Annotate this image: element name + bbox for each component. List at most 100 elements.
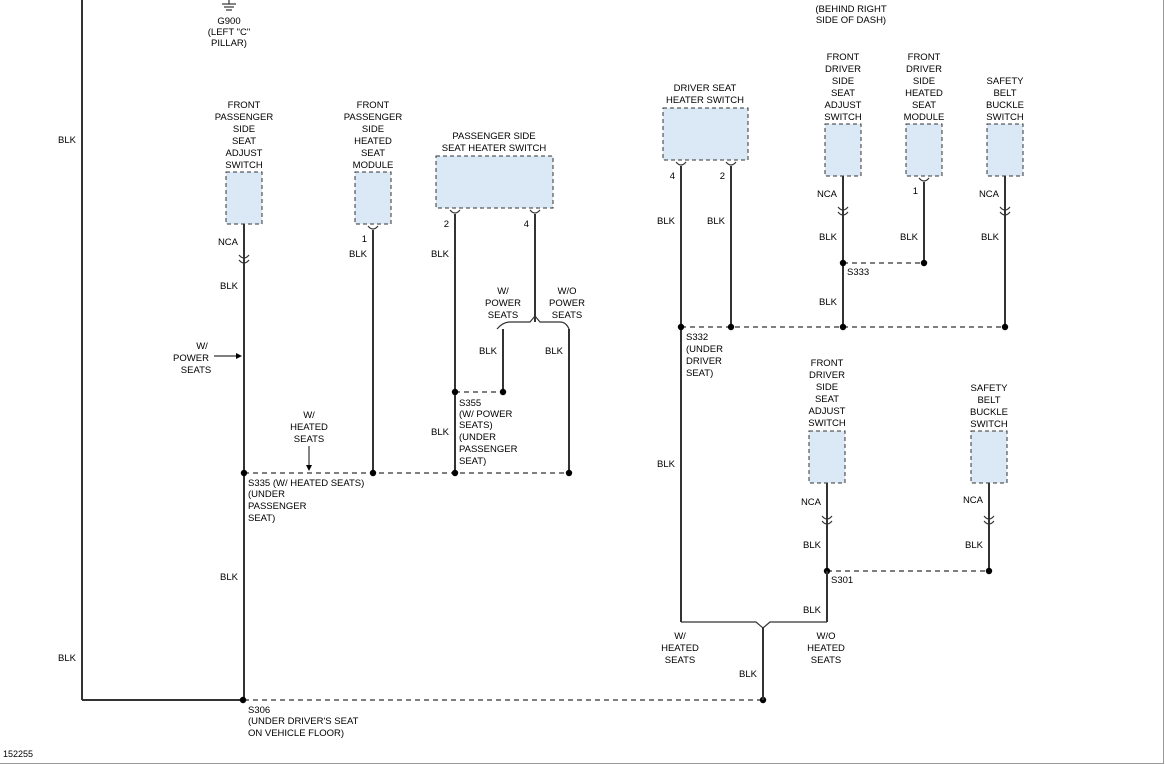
splice-dot-s332 <box>677 323 685 331</box>
top-note-1: (BEHIND RIGHT <box>815 4 886 15</box>
comp-label: DRIVER <box>906 64 942 75</box>
ground-g900: G900 (LEFT "C" PILLAR) <box>208 0 250 49</box>
comp-label: SWITCH <box>824 112 862 123</box>
splice-s335-1: S335 (W/ HEATED SEATS) <box>248 478 364 489</box>
option-w-power-seats-1: W/ <box>196 341 208 352</box>
option-wo-power-3: SEATS <box>552 310 582 321</box>
splice-s335-2: (UNDER <box>248 489 285 500</box>
splice-s355-6: SEAT) <box>459 456 486 467</box>
front-passenger-seat-adjust-switch: FRONT PASSENGER SIDE SEAT ADJUST SWITCH <box>215 100 274 225</box>
driver-seat-heater-switch: DRIVER SEAT HEATER SWITCH <box>662 83 749 161</box>
connector-belt-top <box>999 206 1011 216</box>
comp-label: MODULE <box>353 160 394 171</box>
pin-fd-module: 1 <box>913 186 918 197</box>
comp-label: SEAT <box>831 88 855 99</box>
comp-label: DRIVER <box>809 370 845 381</box>
comp-label: BELT <box>977 395 1000 406</box>
wire-label-fp-adjust: BLK <box>220 281 239 292</box>
splice-s335-3: PASSENGER <box>248 501 307 512</box>
splice-s333: S333 <box>847 267 869 278</box>
splice-s332-3: DRIVER <box>686 356 722 367</box>
splice-dot-s332-d <box>1001 323 1009 331</box>
nca-belt-top: NCA <box>979 189 1000 200</box>
comp-label: ADJUST <box>226 148 263 159</box>
wire-label-belt-bottom: BLK <box>965 540 984 551</box>
comp-label: FRONT <box>811 358 844 369</box>
connector-ps-heater-pin2 <box>449 209 461 214</box>
front-driver-seat-adjust-switch-top: FRONT DRIVER SIDE SEAT ADJUST SWITCH <box>824 52 862 177</box>
comp-label: BELT <box>993 88 1016 99</box>
splice-dot-s335-b <box>369 469 377 477</box>
connector-ds-heater-pin2 <box>725 161 737 166</box>
comp-label: SEAT <box>815 394 839 405</box>
splice-dot-s335-d <box>565 469 573 477</box>
splice-dot-s355 <box>451 388 459 396</box>
splice-dot-s333-b <box>920 259 928 267</box>
connector-ps-heater-pin4 <box>529 209 541 214</box>
wire-label-main-bottom: BLK <box>58 653 77 664</box>
splice-s332-1: S332 <box>686 332 708 343</box>
wire-label-s335-down: BLK <box>220 572 239 583</box>
connector-fd-adjust-bottom <box>821 515 833 525</box>
comp-label: PASSENGER <box>215 112 274 123</box>
comp-label: PASSENGER SIDE <box>452 131 535 142</box>
comp-label: BUCKLE <box>986 100 1024 111</box>
comp-label: SEAT HEATER SWITCH <box>442 143 547 154</box>
option-w-power-3: SEATS <box>488 310 518 321</box>
top-note-2: SIDE OF DASH) <box>816 15 886 26</box>
comp-label: MODULE <box>904 112 945 123</box>
ground-id: G900 <box>217 16 240 27</box>
option-wo-power-1: W/O <box>558 286 577 297</box>
splice-dot-s306 <box>239 696 247 704</box>
comp-label: SIDE <box>362 124 384 135</box>
comp-label: SWITCH <box>808 418 846 429</box>
figure-id: 152255 <box>3 749 33 759</box>
connector-belt-bottom <box>983 515 995 525</box>
comp-label: HEATED <box>354 136 392 147</box>
wire-label-s355: BLK <box>431 427 450 438</box>
comp-label: PASSENGER <box>344 112 403 123</box>
wire-label-belt-top: BLK <box>981 232 1000 243</box>
option-wo-heated-2: HEATED <box>807 643 845 654</box>
wire-label-ds-heater-pin4: BLK <box>657 216 676 227</box>
brace-heated-seats <box>681 621 827 629</box>
comp-label: FRONT <box>827 52 860 63</box>
wire-label-fd-adjust-top: BLK <box>819 232 838 243</box>
front-passenger-heated-seat-module: FRONT PASSENGER SIDE HEATED SEAT MODULE <box>344 100 403 225</box>
comp-label: SEAT <box>232 136 256 147</box>
splice-s355-5: PASSENGER <box>459 444 518 455</box>
front-driver-heated-seat-module: FRONT DRIVER SIDE HEATED SEAT MODULE <box>904 52 945 177</box>
option-w-power-seats-3: SEATS <box>181 365 211 376</box>
arrow-icon <box>214 353 242 359</box>
wire-label-s301-down: BLK <box>803 605 822 616</box>
comp-label: SWITCH <box>970 419 1008 430</box>
connector-fd-adjust-top <box>837 206 849 216</box>
wire-label-ds-heater-pin2: BLK <box>707 216 726 227</box>
comp-label: SIDE <box>832 76 854 87</box>
comp-label: SEAT <box>361 148 385 159</box>
front-driver-seat-adjust-switch-bottom: FRONT DRIVER SIDE SEAT ADJUST SWITCH <box>808 358 846 484</box>
option-wo-heated-3: SEATS <box>811 655 841 666</box>
wire-label-fp-module: BLK <box>349 249 368 260</box>
option-w-power-seats-2: POWER <box>173 353 209 364</box>
comp-label: SAFETY <box>987 76 1025 87</box>
pin-ds-heater-2: 2 <box>720 171 725 182</box>
comp-label: FRONT <box>908 52 941 63</box>
wire-label-wo-power-branch: BLK <box>545 346 564 357</box>
comp-label: ADJUST <box>809 406 846 417</box>
comp-label: HEATED <box>905 88 943 99</box>
connector-fp-adjust <box>238 254 250 264</box>
splice-s332-2: (UNDER <box>686 344 723 355</box>
pin-fp-module: 1 <box>362 234 367 245</box>
ground-location-2: PILLAR) <box>211 38 247 49</box>
splice-s332-4: SEAT) <box>686 368 713 379</box>
splice-s306-1: S306 <box>248 705 270 716</box>
comp-label: SIDE <box>233 124 255 135</box>
option-w-heated-3: SEATS <box>294 434 324 445</box>
comp-label: SIDE <box>816 382 838 393</box>
comp-label: SWITCH <box>986 112 1024 123</box>
comp-label: SAFETY <box>971 383 1009 394</box>
splice-s355-3: SEATS) <box>459 420 493 431</box>
comp-label: ADJUST <box>825 100 862 111</box>
